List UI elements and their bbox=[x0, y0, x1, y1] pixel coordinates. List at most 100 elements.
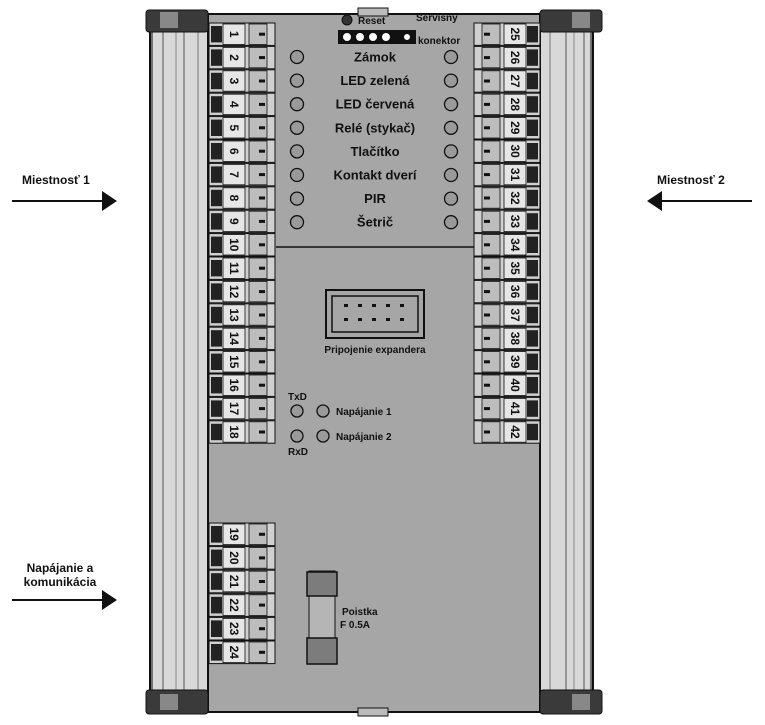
terminal[interactable]: 6 bbox=[208, 139, 276, 163]
led-label: PIR bbox=[364, 191, 386, 206]
room2-label: Miestnosť 2 bbox=[657, 173, 725, 187]
terminal[interactable]: 5 bbox=[208, 116, 276, 140]
terminal[interactable]: 10 bbox=[208, 233, 276, 257]
terminal[interactable]: 33 bbox=[473, 209, 541, 234]
terminal[interactable]: 32 bbox=[473, 186, 541, 210]
terminal[interactable]: 34 bbox=[473, 233, 541, 257]
terminal[interactable]: 42 bbox=[473, 420, 541, 444]
terminal-number: 41 bbox=[508, 402, 522, 416]
terminal[interactable]: 22 bbox=[208, 593, 276, 617]
terminal-number: 1 bbox=[227, 31, 241, 38]
led-left bbox=[289, 73, 305, 88]
led-left bbox=[289, 144, 305, 159]
clip-top-right-tab bbox=[572, 12, 590, 28]
terminal[interactable]: 2 bbox=[208, 45, 276, 70]
led-label: Tlačítko bbox=[350, 144, 399, 159]
terminal-number: 25 bbox=[508, 28, 522, 42]
terminal[interactable]: 8 bbox=[208, 186, 276, 210]
expander-label: Pripojenie expandera bbox=[324, 345, 426, 356]
terminal[interactable]: 28 bbox=[473, 92, 541, 117]
terminal-number: 12 bbox=[227, 285, 241, 299]
terminal[interactable]: 30 bbox=[473, 139, 541, 163]
terminal[interactable]: 31 bbox=[473, 162, 541, 187]
terminal-number: 35 bbox=[508, 262, 522, 276]
terminal-number: 23 bbox=[227, 622, 241, 636]
terminal[interactable]: 9 bbox=[208, 209, 276, 234]
terminal-number: 22 bbox=[227, 598, 241, 612]
terminal[interactable]: 29 bbox=[473, 116, 541, 140]
led-left bbox=[289, 49, 305, 65]
led-label: Relé (stykač) bbox=[335, 120, 415, 135]
power-comm-label-1: Napájanie a bbox=[27, 561, 94, 575]
terminal[interactable]: 39 bbox=[473, 350, 541, 374]
led-row: Relé (stykač) bbox=[289, 120, 459, 135]
led-label: Zámok bbox=[354, 50, 397, 65]
terminal[interactable]: 12 bbox=[208, 279, 276, 304]
terminal[interactable]: 16 bbox=[208, 373, 276, 397]
terminal[interactable]: 35 bbox=[473, 256, 541, 280]
terminal[interactable]: 20 bbox=[208, 546, 276, 570]
terminal[interactable]: 13 bbox=[208, 303, 276, 327]
terminal[interactable]: 38 bbox=[473, 326, 541, 351]
terminal[interactable]: 4 bbox=[208, 92, 276, 117]
terminal[interactable]: 40 bbox=[473, 373, 541, 397]
top-latch bbox=[357, 7, 389, 17]
terminal-number: 3 bbox=[227, 78, 241, 85]
terminal[interactable]: 36 bbox=[473, 279, 541, 304]
terminal-number: 40 bbox=[508, 379, 522, 393]
terminal-number: 17 bbox=[227, 402, 241, 416]
terminal-number: 27 bbox=[508, 74, 522, 88]
led-right bbox=[443, 49, 459, 65]
terminal[interactable]: 7 bbox=[208, 162, 276, 187]
left-din-rail bbox=[151, 27, 209, 693]
reset-button[interactable] bbox=[341, 14, 353, 26]
terminal-number: 29 bbox=[508, 121, 522, 135]
terminal-number: 36 bbox=[508, 285, 522, 299]
terminal-number: 5 bbox=[227, 124, 241, 131]
terminal[interactable]: 23 bbox=[208, 616, 276, 641]
service-connector[interactable] bbox=[338, 30, 416, 44]
led-left bbox=[289, 167, 305, 183]
terminal[interactable]: 26 bbox=[473, 45, 541, 70]
terminal-number: 39 bbox=[508, 355, 522, 369]
terminal-number: 16 bbox=[227, 379, 241, 393]
terminal-number: 11 bbox=[227, 262, 241, 275]
terminal[interactable]: 14 bbox=[208, 326, 276, 351]
expander-connector[interactable] bbox=[325, 289, 425, 339]
led-right bbox=[443, 215, 459, 230]
led-row: Tlačítko bbox=[289, 144, 459, 159]
led-right bbox=[443, 167, 459, 183]
terminal-number: 28 bbox=[508, 98, 522, 112]
terminal[interactable]: 25 bbox=[473, 22, 541, 46]
terminal[interactable]: 24 bbox=[208, 640, 276, 665]
terminal[interactable]: 41 bbox=[473, 396, 541, 421]
terminal[interactable]: 17 bbox=[208, 396, 276, 421]
power-comm-arrow bbox=[12, 590, 117, 610]
led-label: LED červená bbox=[336, 97, 416, 112]
terminal[interactable]: 11 bbox=[208, 256, 276, 280]
terminal-number: 7 bbox=[227, 171, 241, 178]
txd-label: TxD bbox=[288, 392, 307, 403]
terminal[interactable]: 18 bbox=[208, 420, 276, 444]
terminal[interactable]: 1 bbox=[208, 22, 276, 46]
terminal[interactable]: 15 bbox=[208, 350, 276, 374]
terminal-number: 37 bbox=[508, 308, 522, 322]
power-comm-label-2: komunikácia bbox=[24, 575, 97, 589]
fuse-holder bbox=[306, 570, 338, 665]
terminal[interactable]: 3 bbox=[208, 69, 276, 93]
led-row: Zámok bbox=[289, 49, 459, 65]
led-left bbox=[289, 215, 305, 230]
terminal[interactable]: 19 bbox=[208, 522, 276, 547]
terminal-number: 2 bbox=[227, 54, 241, 61]
room1-label: Miestnosť 1 bbox=[22, 173, 90, 187]
terminal[interactable]: 37 bbox=[473, 303, 541, 327]
rxd-led bbox=[290, 429, 304, 443]
fuse-label-2: F 0.5A bbox=[340, 620, 370, 631]
terminal-number: 15 bbox=[227, 355, 241, 369]
power2-label: Napájanie 2 bbox=[336, 432, 392, 443]
terminal[interactable]: 27 bbox=[473, 69, 541, 93]
terminal[interactable]: 21 bbox=[208, 569, 276, 594]
led-right bbox=[443, 73, 459, 88]
